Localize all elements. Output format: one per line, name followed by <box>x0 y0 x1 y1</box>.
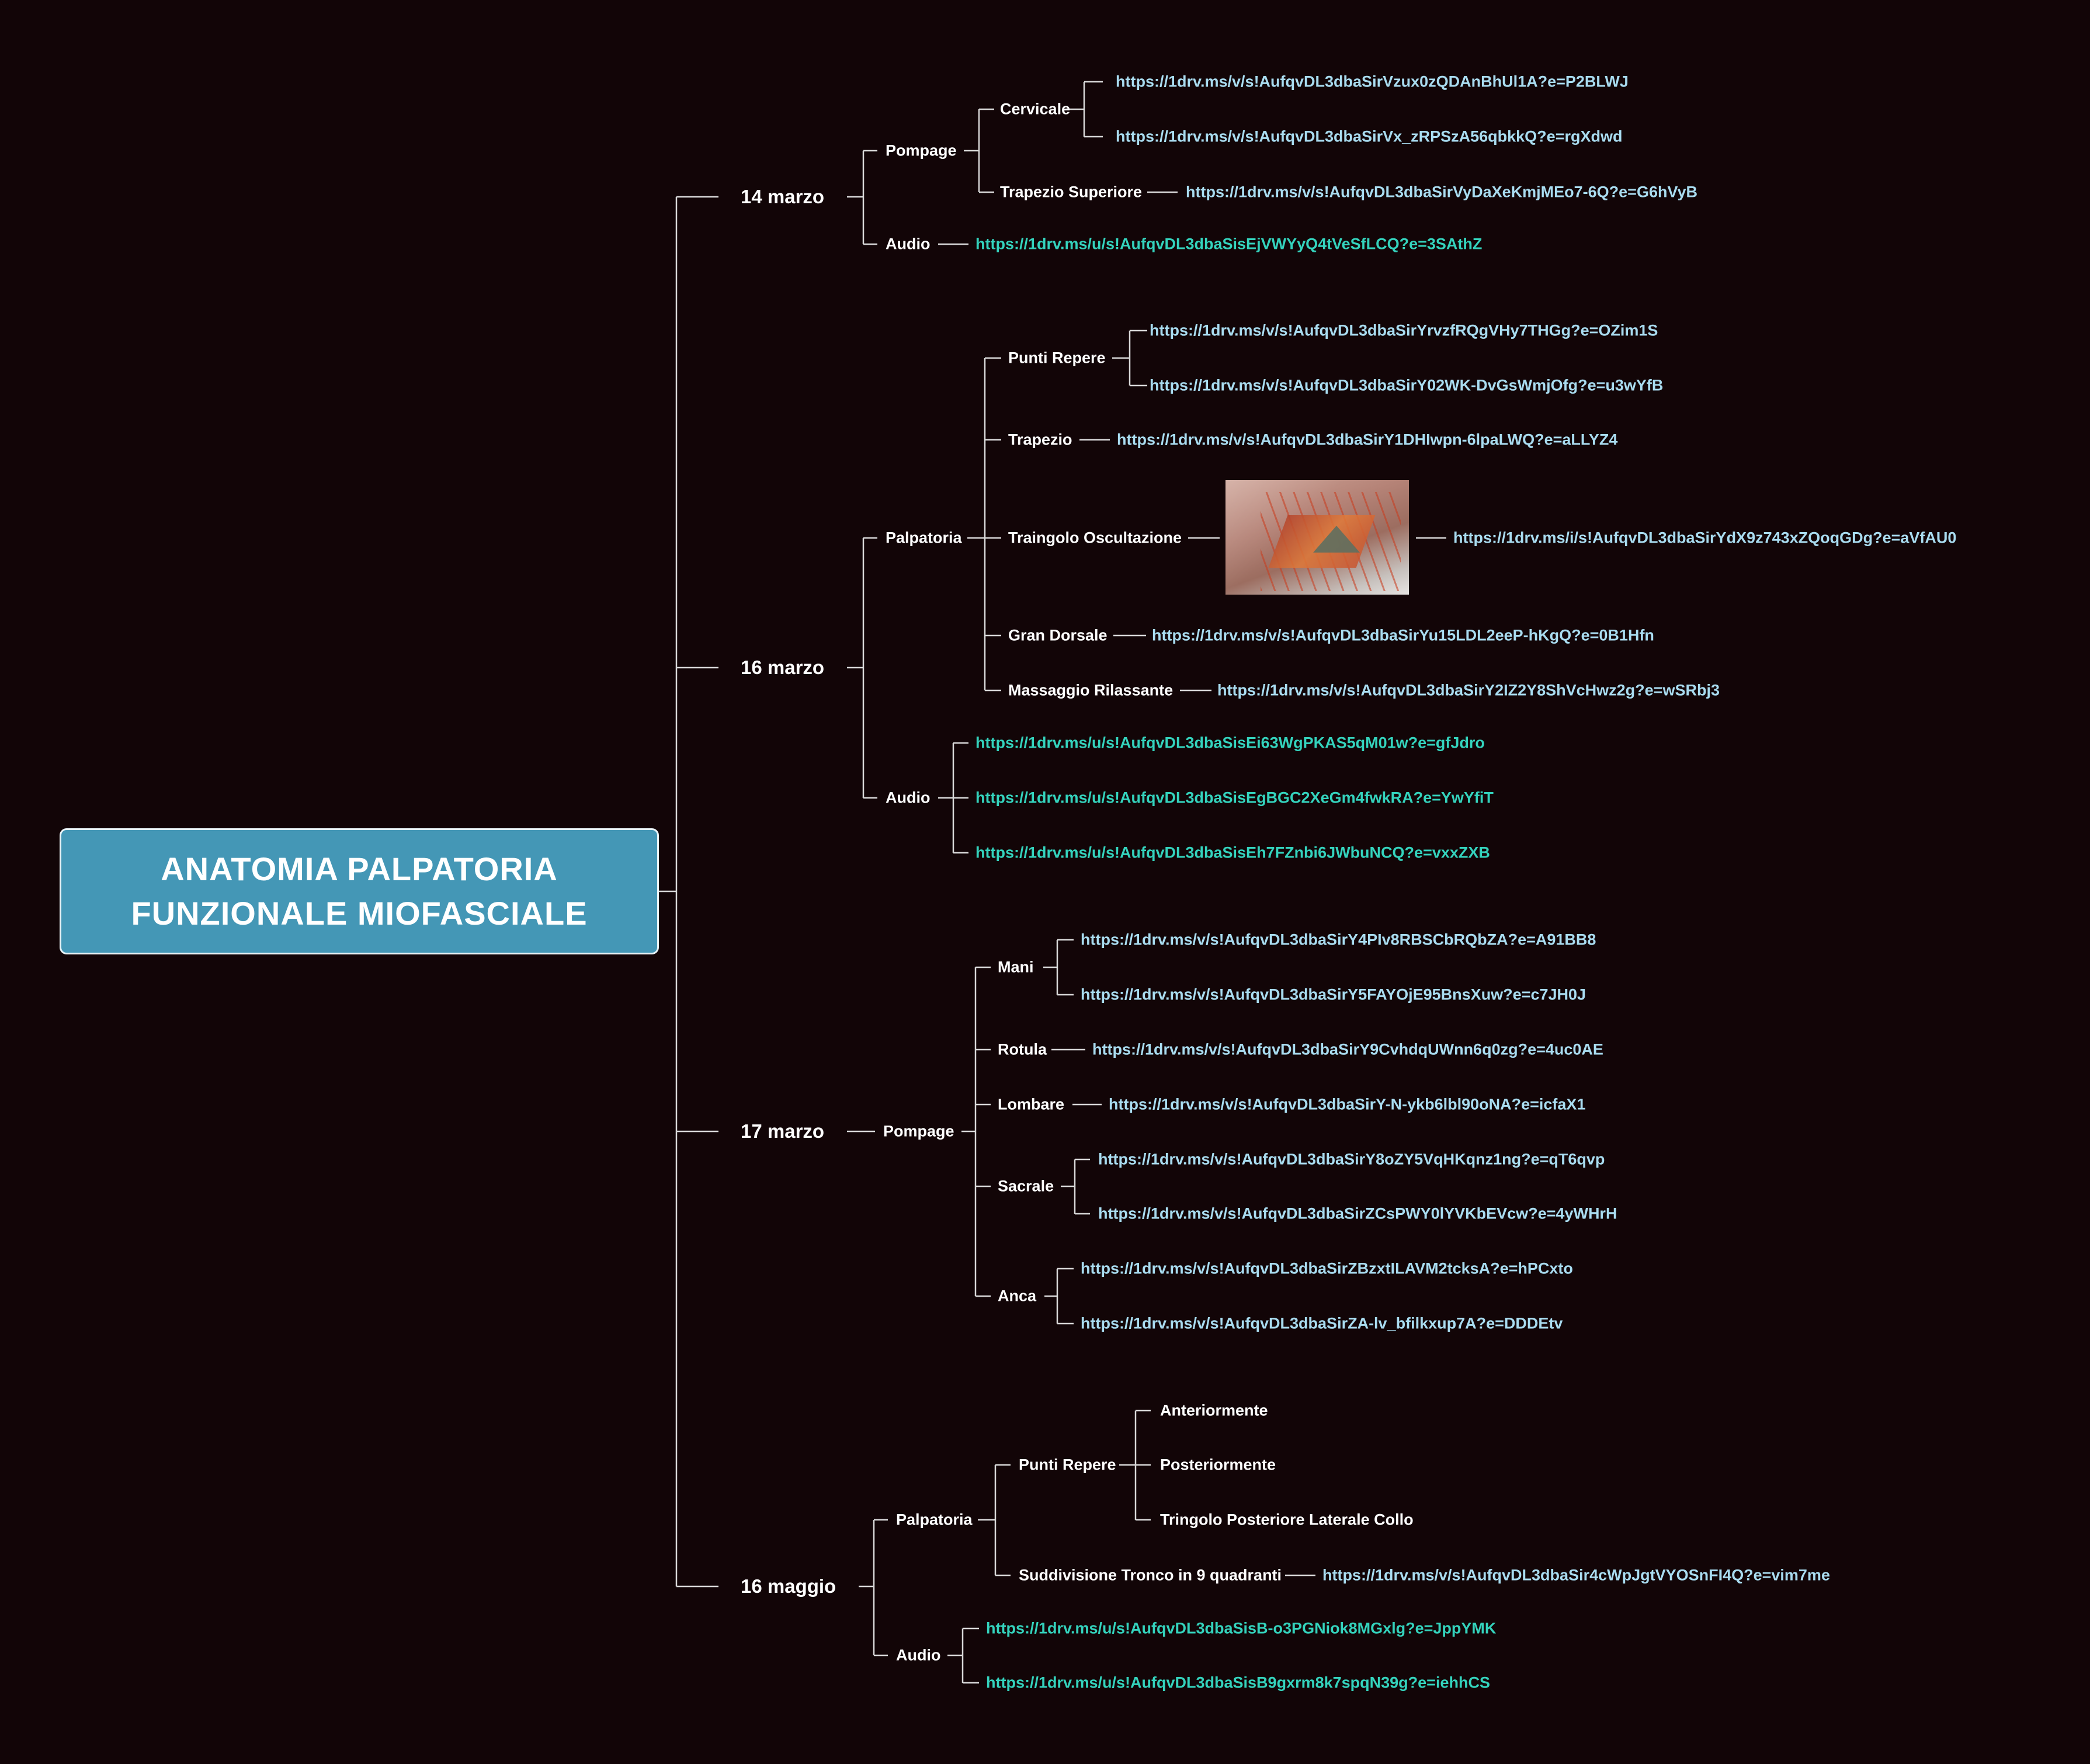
video-link[interactable]: https://1drv.ms/v/s!AufqvDL3dbaSirZCsPWY… <box>1098 1204 1617 1223</box>
audio-link[interactable]: https://1drv.ms/u/s!AufqvDL3dbaSisB-o3PG… <box>986 1619 1497 1637</box>
video-link[interactable]: https://1drv.ms/v/s!AufqvDL3dbaSirVyDaXe… <box>1186 183 1697 201</box>
audio-link[interactable]: https://1drv.ms/u/s!AufqvDL3dbaSisEgBGC2… <box>975 789 1494 807</box>
punti-repere-node[interactable]: Punti Repere <box>1008 349 1106 367</box>
gran-dorsale-node[interactable]: Gran Dorsale <box>1008 626 1108 644</box>
video-link[interactable]: https://1drv.ms/v/s!AufqvDL3dbaSirY1DHIw… <box>1117 430 1618 449</box>
session-14-marzo[interactable]: 14 marzo <box>741 186 825 207</box>
palpatoria-node[interactable]: Palpatoria <box>896 1510 973 1529</box>
pompage-node[interactable]: Pompage <box>883 1122 954 1140</box>
audio-node[interactable]: Audio <box>896 1646 941 1664</box>
video-link[interactable]: https://1drv.ms/v/s!AufqvDL3dbaSirVzux0z… <box>1116 72 1629 91</box>
audio-link[interactable]: https://1drv.ms/u/s!AufqvDL3dbaSisEh7FZn… <box>975 843 1490 862</box>
video-link[interactable]: https://1drv.ms/v/s!AufqvDL3dbaSirZBzxtI… <box>1081 1259 1573 1277</box>
triangolo-oscultazione-node[interactable]: Traingolo Oscultazione <box>1008 529 1182 547</box>
video-link[interactable]: https://1drv.ms/v/s!AufqvDL3dbaSirYrvzfR… <box>1150 321 1658 339</box>
massaggio-rilassante-node[interactable]: Massaggio Rilassante <box>1008 681 1174 699</box>
video-link[interactable]: https://1drv.ms/v/s!AufqvDL3dbaSirVx_zRP… <box>1116 127 1623 145</box>
central-topic-line-2: FUNZIONALE MIOFASCIALE <box>131 895 588 932</box>
triangolo-posteriore-node[interactable]: Tringolo Posteriore Laterale Collo <box>1160 1510 1414 1529</box>
anca-node[interactable]: Anca <box>998 1287 1037 1305</box>
video-link[interactable]: https://1drv.ms/v/s!AufqvDL3dbaSirY-N-yk… <box>1109 1095 1586 1113</box>
audio-link[interactable]: https://1drv.ms/u/s!AufqvDL3dbaSisEi63Wg… <box>975 734 1485 752</box>
video-link[interactable]: https://1drv.ms/v/s!AufqvDL3dbaSirZA-lv_… <box>1081 1314 1563 1332</box>
lombare-node[interactable]: Lombare <box>998 1095 1065 1113</box>
video-link[interactable]: https://1drv.ms/v/s!AufqvDL3dbaSirY9Cvhd… <box>1092 1040 1603 1058</box>
image-detail-triangle <box>1313 526 1360 553</box>
video-link[interactable]: https://1drv.ms/v/s!AufqvDL3dbaSirY2IZ2Y… <box>1217 681 1720 699</box>
video-link[interactable]: https://1drv.ms/v/s!AufqvDL3dbaSirY02WK-… <box>1150 376 1664 394</box>
suddivisione-tronco-node[interactable]: Suddivisione Tronco in 9 quadranti <box>1019 1566 1282 1584</box>
audio-node[interactable]: Audio <box>886 235 931 253</box>
central-topic-line-1: ANATOMIA PALPATORIA <box>161 850 558 887</box>
video-link[interactable]: https://1drv.ms/v/s!AufqvDL3dbaSirY4PIv8… <box>1081 930 1596 949</box>
pompage-node[interactable]: Pompage <box>886 141 957 159</box>
trapezio-node[interactable]: Trapezio <box>1008 430 1072 449</box>
posteriormente-node[interactable]: Posteriormente <box>1160 1456 1276 1474</box>
video-link[interactable]: https://1drv.ms/v/s!AufqvDL3dbaSir4cWpJg… <box>1322 1566 1830 1584</box>
audio-link[interactable]: https://1drv.ms/u/s!AufqvDL3dbaSisEjVWYy… <box>975 235 1483 253</box>
rotula-node[interactable]: Rotula <box>998 1040 1047 1058</box>
session-16-maggio[interactable]: 16 maggio <box>741 1575 836 1597</box>
mani-node[interactable]: Mani <box>998 958 1034 976</box>
session-17-marzo[interactable]: 17 marzo <box>741 1120 825 1142</box>
session-16-marzo[interactable]: 16 marzo <box>741 657 825 678</box>
cervicale-node[interactable]: Cervicale <box>1000 100 1071 118</box>
video-link[interactable]: https://1drv.ms/v/s!AufqvDL3dbaSirY5FAYO… <box>1081 985 1586 1003</box>
video-link[interactable]: https://1drv.ms/v/s!AufqvDL3dbaSirYu15LD… <box>1152 626 1654 644</box>
sacrale-node[interactable]: Sacrale <box>998 1177 1054 1195</box>
image-link[interactable]: https://1drv.ms/i/s!AufqvDL3dbaSirYdX9z7… <box>1453 529 1957 547</box>
palpatoria-node[interactable]: Palpatoria <box>886 529 962 547</box>
audio-node[interactable]: Audio <box>886 789 931 807</box>
anteriormente-node[interactable]: Anteriormente <box>1160 1401 1268 1419</box>
video-link[interactable]: https://1drv.ms/v/s!AufqvDL3dbaSirY8oZY5… <box>1098 1150 1605 1168</box>
audio-link[interactable]: https://1drv.ms/u/s!AufqvDL3dbaSisB9gxrm… <box>986 1673 1490 1692</box>
trapezio-superiore-node[interactable]: Trapezio Superiore <box>1000 183 1143 201</box>
central-topic[interactable]: ANATOMIA PALPATORIA FUNZIONALE MIOFASCIA… <box>60 828 659 954</box>
anatomy-thumbnail-image[interactable] <box>1225 480 1409 595</box>
punti-repere-node[interactable]: Punti Repere <box>1019 1456 1116 1474</box>
